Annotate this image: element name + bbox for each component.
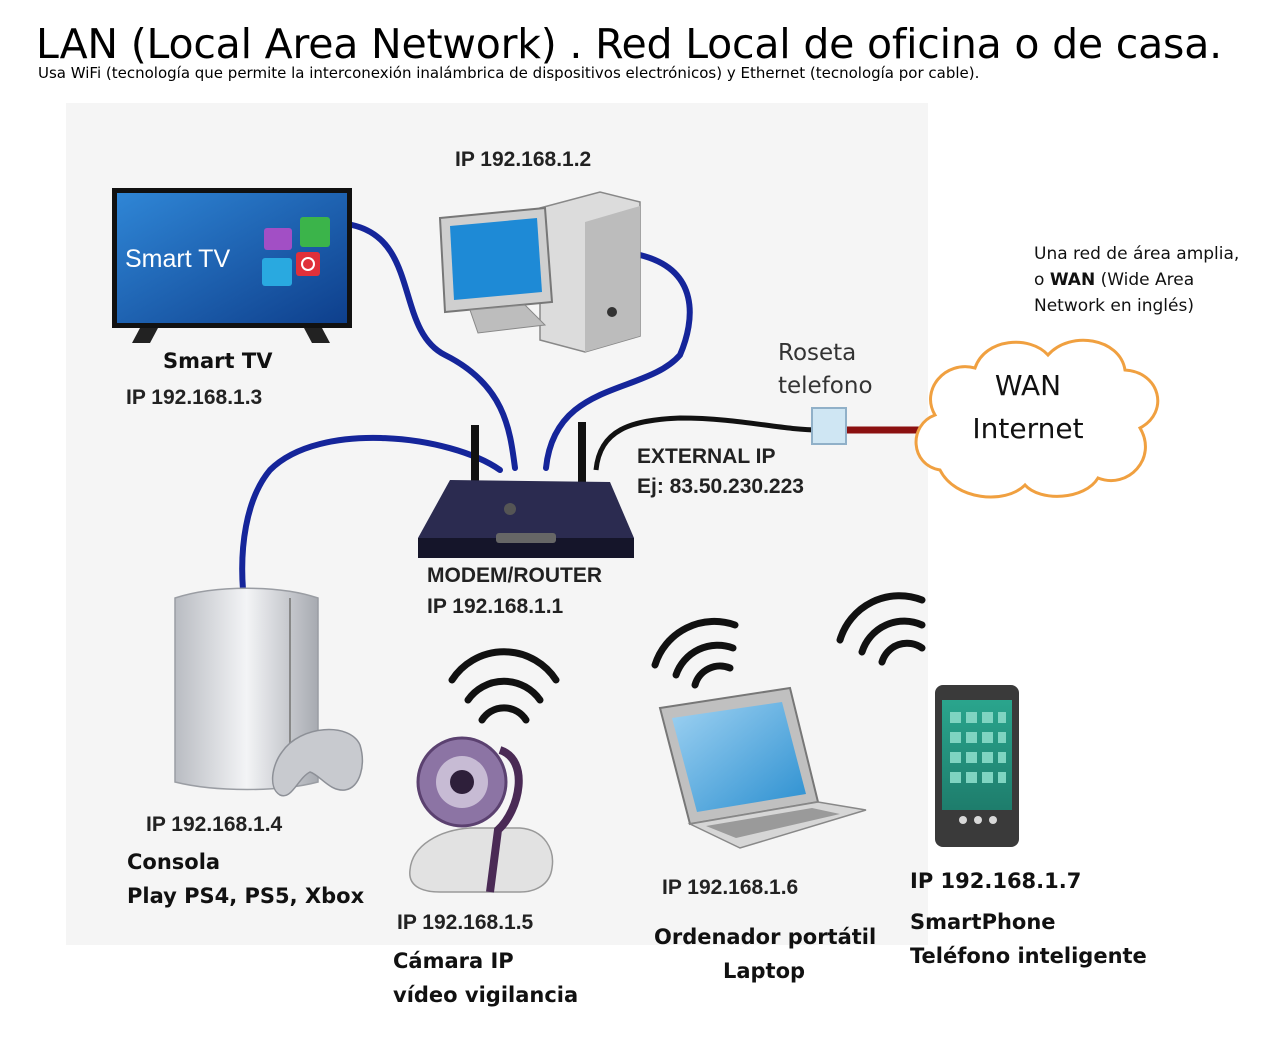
wan-note-line-3: Network en inglés) [1034, 296, 1194, 316]
roseta-label: Roseta telefono [778, 337, 873, 403]
cable-pc-router [543, 252, 693, 471]
wan-note-suffix: (Wide Area [1095, 270, 1195, 290]
page-title: LAN (Local Area Network) . Red Local de … [36, 20, 1222, 68]
page-subtitle: Usa WiFi (tecnología que permite la inte… [38, 64, 980, 82]
wan-note: Una red de área amplia, o WAN (Wide Area… [1034, 241, 1239, 319]
camera-icon [409, 736, 554, 893]
roseta-line-2: telefono [778, 373, 873, 399]
wan-note-line-2: o WAN (Wide Area [1034, 267, 1239, 293]
camera-caption-line-1: Cámara IP [393, 949, 514, 973]
cable-router-roseta [593, 415, 821, 471]
wan-note-bold: WAN [1049, 270, 1096, 290]
tv-screen-text: Smart TV [125, 245, 230, 273]
console-icon [174, 587, 364, 797]
router-icon [418, 422, 634, 558]
wan-note-line-1: Una red de área amplia, [1034, 244, 1240, 264]
phone-caption-line-2: Teléfono inteligente [910, 944, 1147, 968]
console-caption: Consola Play PS4, PS5, Xbox [127, 845, 364, 913]
wan-note-prefix: o [1034, 270, 1050, 290]
wifi-laptop-icon [651, 617, 739, 689]
console-caption-line-2: Play PS4, PS5, Xbox [127, 884, 365, 908]
router-caption: MODEM/ROUTER [427, 564, 602, 587]
wan-cloud-label: WAN Internet [960, 364, 1096, 450]
wan-cloud-line-2: Internet [972, 412, 1084, 445]
smart-tv-ip-label: IP 192.168.1.3 [126, 386, 263, 409]
laptop-ip-label: IP 192.168.1.6 [662, 876, 799, 899]
cable-tv-router [349, 222, 518, 471]
wifi-phone-icon [836, 592, 926, 666]
external-ip-title: EXTERNAL IP [637, 445, 776, 468]
console-caption-line-1: Consola [127, 850, 221, 874]
wan-cloud-line-1: WAN [994, 369, 1062, 402]
cable-console-router [239, 434, 503, 593]
laptop-caption-line-2: Laptop [722, 959, 806, 983]
smart-tv-caption: Smart TV [163, 349, 273, 373]
external-ip-label: EXTERNAL IP Ej: 83.50.230.223 [637, 442, 804, 502]
laptop-caption-line-1: Ordenador portátil [654, 925, 877, 949]
roseta-icon [811, 407, 847, 445]
ethernet-cables [239, 222, 693, 593]
router-ip-label: IP 192.168.1.1 [427, 595, 564, 618]
external-ip-value: Ej: 83.50.230.223 [637, 475, 804, 498]
phone-caption: SmartPhone Teléfono inteligente [910, 905, 1147, 973]
camera-ip-label: IP 192.168.1.5 [397, 911, 534, 934]
camera-caption: Cámara IP vídeo vigilancia [393, 944, 578, 1012]
laptop-caption: Ordenador portátil Laptop [654, 920, 877, 988]
pc-ip-label: IP 192.168.1.2 [455, 148, 592, 171]
wan-cloud-icon [914, 338, 1160, 499]
wifi-camera-icon [448, 648, 560, 724]
camera-caption-line-2: vídeo vigilancia [393, 983, 579, 1007]
console-ip-label: IP 192.168.1.4 [146, 813, 283, 836]
desktop-pc-icon [438, 191, 641, 353]
smart-tv-icon [112, 188, 352, 343]
smartphone-icon [935, 685, 1019, 847]
phone-ip-label: IP 192.168.1.7 [910, 869, 1082, 893]
phone-caption-line-1: SmartPhone [910, 910, 1056, 934]
roseta-line-1: Roseta [778, 340, 857, 366]
laptop-icon [658, 686, 867, 849]
